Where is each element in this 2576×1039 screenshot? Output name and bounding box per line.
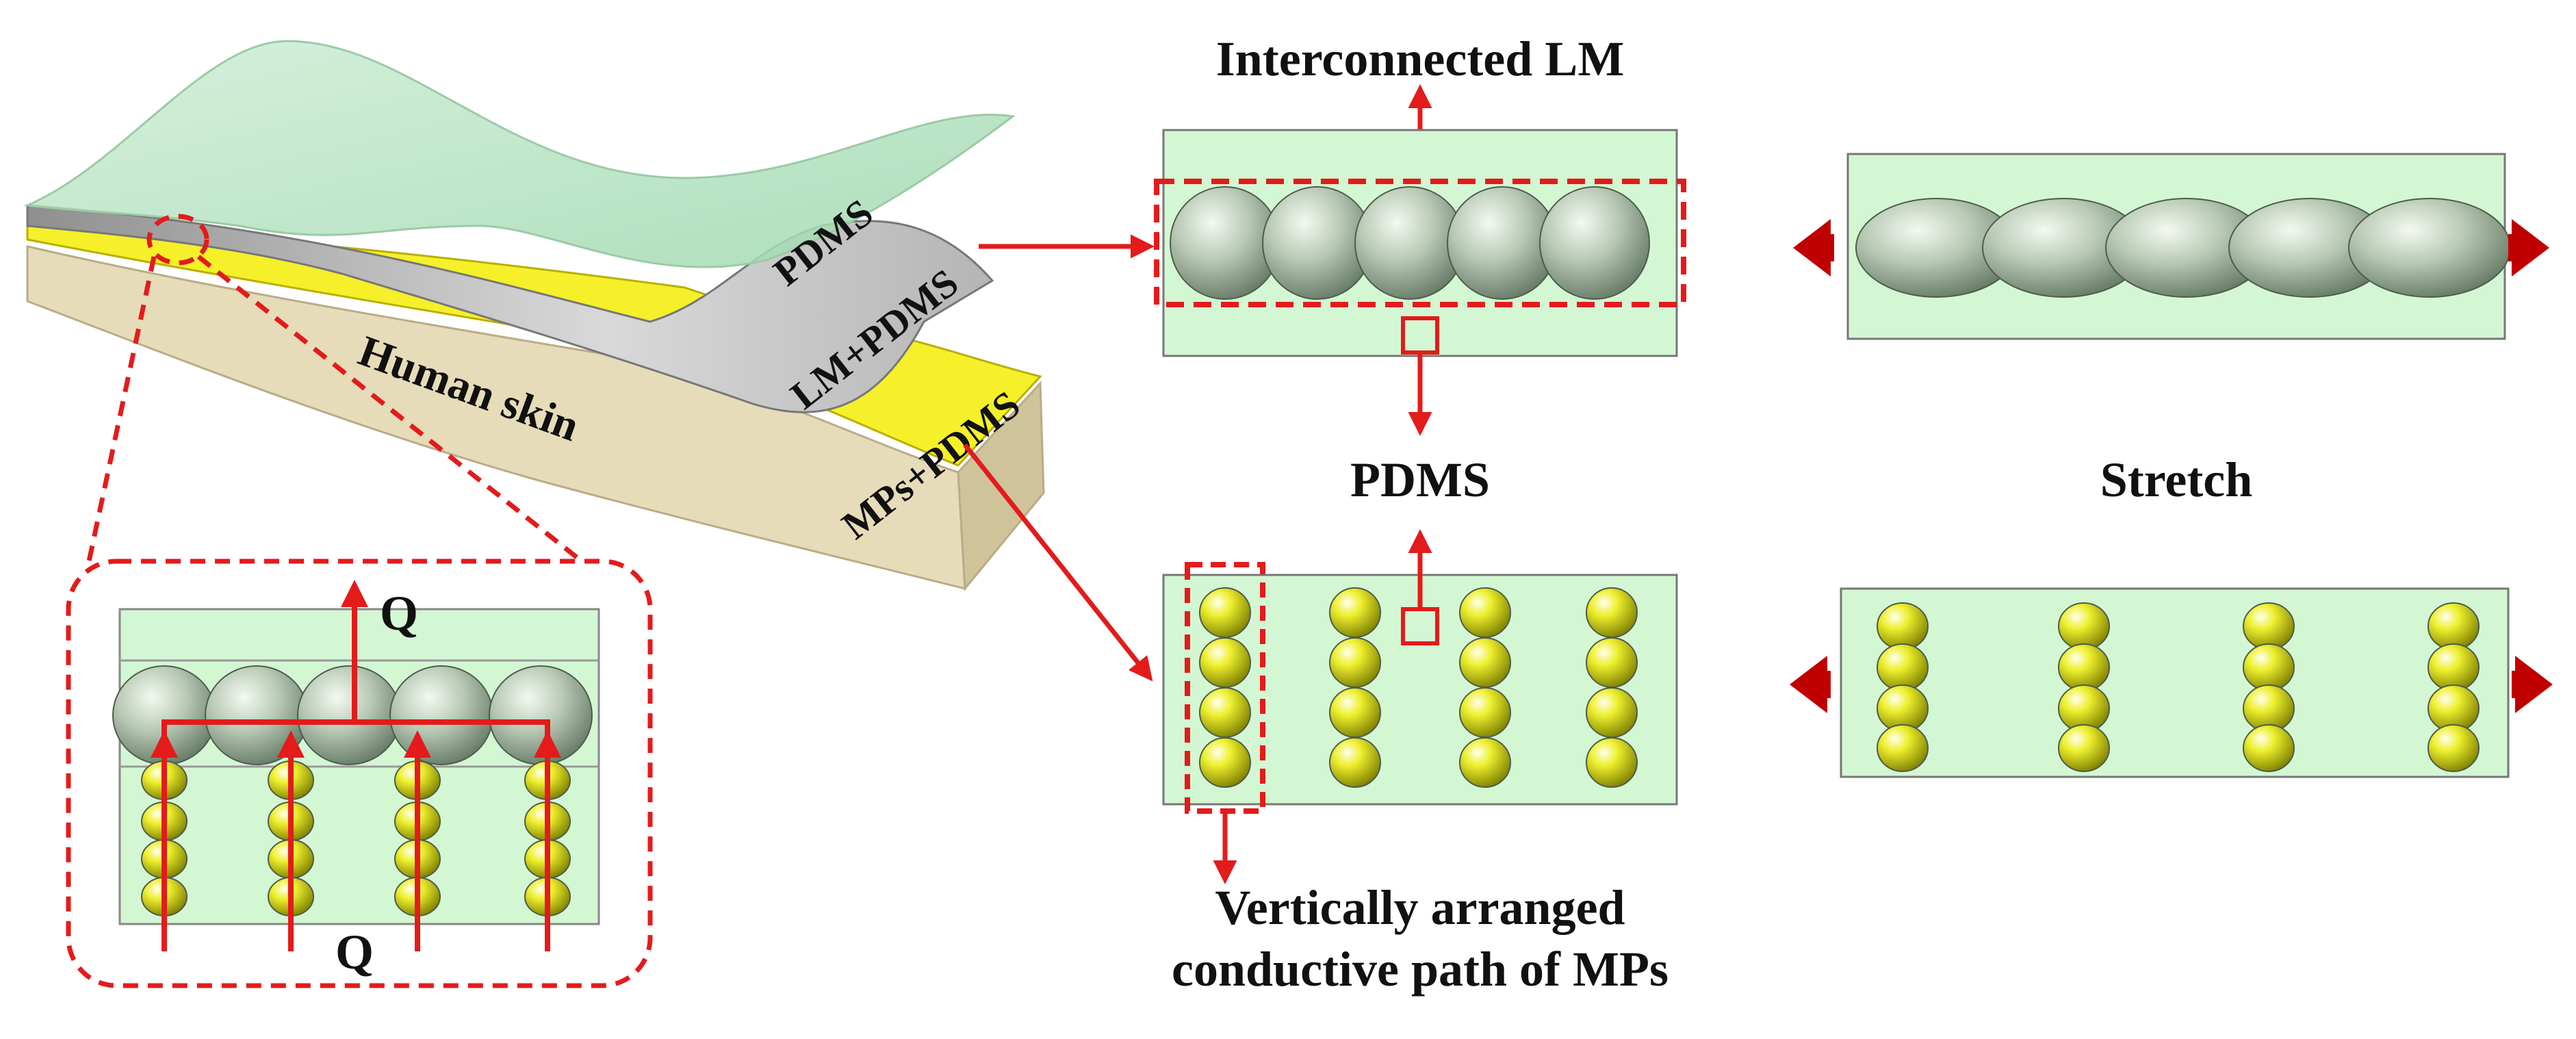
- lm-sphere-stretched: [2348, 198, 2511, 298]
- lm-sphere: [489, 665, 593, 765]
- mp-particle: [1586, 637, 1638, 688]
- mp-particle: [2058, 643, 2110, 691]
- lm-sphere: [1539, 186, 1650, 300]
- mp-particle: [1329, 587, 1381, 638]
- label-vertical-path-line1: Vertically arranged: [1215, 880, 1625, 935]
- mp-particle: [2427, 602, 2480, 650]
- mp-particle: [1199, 687, 1251, 738]
- stretch-arrow-left-bottom: [1790, 656, 1831, 713]
- mp-particle: [2427, 724, 2480, 772]
- mp-particle: [1586, 737, 1638, 788]
- pdms-top-film: [23, 40, 1016, 268]
- mp-particle: [1329, 737, 1381, 788]
- lm-sphere: [389, 665, 493, 765]
- lm-dashed-box: [1154, 179, 1686, 307]
- label-interconnected-lm: Interconnected LM: [1216, 31, 1625, 86]
- inset-lm-chain: [112, 665, 593, 765]
- mp-particle: [1199, 737, 1251, 788]
- zoom-line-right: [196, 255, 584, 563]
- mp-particle: [1329, 687, 1381, 738]
- label-heat-bottom: Q: [335, 925, 374, 979]
- inset-cross-section: Q Q: [112, 580, 600, 979]
- label-stretch: Stretch: [2100, 452, 2253, 507]
- heat-flow-arrows: [151, 580, 561, 951]
- lm-sphere: [297, 665, 401, 765]
- mp-panel: [1162, 529, 1678, 884]
- mp-particle: [1199, 637, 1251, 688]
- layered-patch: PDMS LM+PDMS MPs+PDMS Human skin: [23, 40, 1045, 591]
- stretched-mp-columns: [1877, 602, 2480, 772]
- stretch-arrow-right-bottom: [2512, 656, 2553, 713]
- zoom-callout: [66, 214, 653, 988]
- label-pdms-matrix: PDMS: [1350, 452, 1490, 507]
- zoom-line-left: [86, 256, 157, 562]
- stretch-arrow-left-top: [1793, 219, 1834, 277]
- mp-particle: [2427, 643, 2480, 691]
- mp-particle: [1877, 602, 1929, 650]
- mp-particle: [1329, 637, 1381, 688]
- zoom-circle: [146, 214, 209, 266]
- lm-pdms-layer: [26, 204, 994, 413]
- mp-particle: [2058, 724, 2110, 772]
- mp-particle: [2243, 724, 2295, 772]
- mp-particle: [1877, 643, 1929, 691]
- pointer-arrow-mps: [963, 443, 1153, 682]
- mp-columns: [1199, 587, 1638, 788]
- mp-particle: [1586, 587, 1638, 638]
- mp-particle: [1459, 687, 1511, 738]
- mp-particle: [2243, 643, 2295, 691]
- stretch-arrow-right-top: [2508, 219, 2549, 277]
- pointer-arrows: [963, 234, 1155, 682]
- mp-particle: [1586, 687, 1638, 738]
- lm-panel: Interconnected LM: [1154, 31, 1686, 436]
- lm-sphere-chain: [1170, 186, 1650, 300]
- stretched-lm-panel: [1793, 153, 2549, 340]
- label-heat-top: Q: [380, 586, 418, 641]
- mp-particle: [1459, 587, 1511, 638]
- mp-particle: [1459, 737, 1511, 788]
- mp-particle: [2058, 602, 2110, 650]
- mp-particle: [1459, 637, 1511, 688]
- mp-particle: [2243, 602, 2295, 650]
- mp-particle: [1199, 587, 1251, 638]
- label-vertical-path-line2: conductive path of MPs: [1172, 942, 1669, 997]
- stretched-mp-panel: [1790, 587, 2553, 778]
- stretched-lm-chain: [1855, 198, 2511, 298]
- zoom-inset-frame: [66, 559, 653, 988]
- stretched-mp-matrix: [1840, 587, 2510, 778]
- mp-particle: [1877, 724, 1929, 772]
